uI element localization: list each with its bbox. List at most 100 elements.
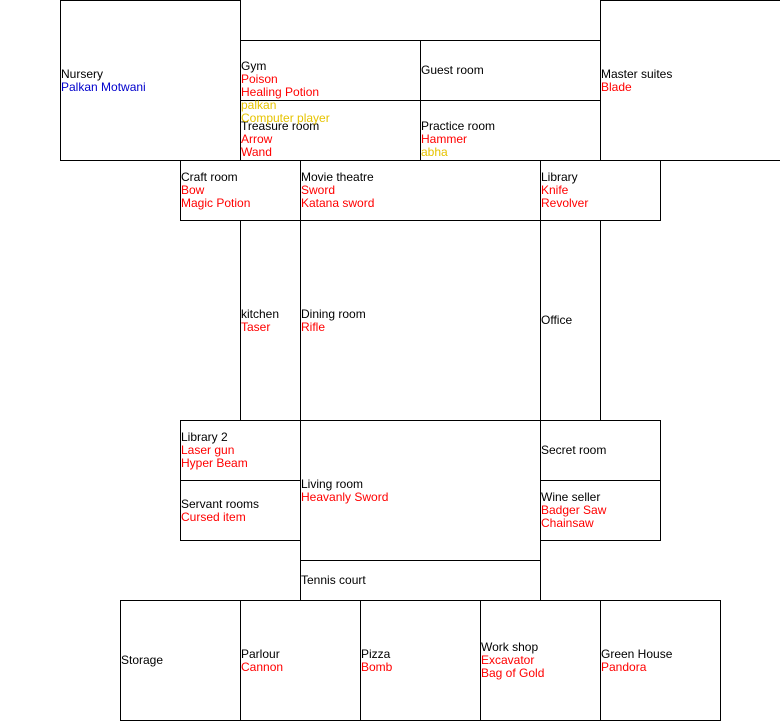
room-name: Library 2	[181, 430, 228, 444]
room-name: Office	[541, 313, 573, 327]
room-name: kitchen	[241, 306, 280, 321]
weapon-label: Sword	[301, 183, 336, 197]
room-tennis-court[interactable]: Tennis court	[300, 560, 541, 601]
room-name: Guest room	[421, 63, 484, 77]
weapon-label: Taser	[241, 319, 271, 334]
room-name: Practice room	[421, 119, 496, 133]
room-top-corridor[interactable]	[240, 0, 601, 41]
weapon-label: Healing Potion	[241, 85, 320, 99]
room-name: Living room	[301, 476, 364, 491]
weapon-label: Pandora	[601, 659, 647, 674]
weapon-label: Bow	[181, 183, 205, 197]
room-name: Storage	[121, 653, 164, 667]
weapon-label: Poison	[241, 72, 278, 86]
weapon-label: Laser gun	[181, 443, 235, 457]
weapon-label: Revolver	[541, 196, 589, 210]
weapon-label: Rifle	[301, 319, 326, 334]
room-name: Gym	[241, 59, 267, 73]
room-name: Tennis court	[301, 573, 366, 587]
room-secret-room[interactable]: Secret room	[540, 420, 661, 481]
room-name: Pizza	[361, 646, 391, 661]
room-name: Parlour	[241, 646, 280, 661]
weapon-label: Blade	[601, 79, 632, 94]
weapon-label: Katana sword	[301, 196, 375, 210]
room-storage[interactable]: Storage	[120, 600, 241, 721]
weapon-label: Excavator	[481, 653, 535, 667]
room-content: Office	[541, 221, 600, 420]
weapon-label: Badger Saw	[541, 503, 607, 517]
room-content: Secret room	[541, 421, 660, 480]
weapon-label: Heavanly Sword	[301, 489, 389, 504]
weapon-label: Knife	[541, 183, 569, 197]
player-token: abha	[421, 145, 448, 159]
player-token: palkan	[241, 98, 277, 112]
weapon-label: Cursed item	[181, 509, 246, 524]
room-name: Movie theatre	[301, 170, 374, 184]
room-name: Secret room	[541, 443, 607, 457]
room-name: Dining room	[301, 306, 366, 321]
weapon-label: Magic Potion	[181, 196, 251, 210]
weapon-label: Cannon	[241, 659, 284, 674]
room-office[interactable]: Office	[540, 220, 601, 421]
room-guest-room[interactable]: Guest room	[420, 40, 601, 101]
room-name: Servant rooms	[181, 496, 260, 511]
room-name: Wine seller	[541, 490, 601, 504]
player-token: Computer player	[241, 111, 330, 125]
room-content	[241, 0, 600, 40]
weapon-label: Wand	[241, 145, 272, 159]
room-name: Treasure room	[241, 119, 320, 133]
weapon-label: Arrow	[241, 132, 273, 146]
player-token: Palkan Motwani	[61, 79, 146, 94]
room-name: Craft room	[181, 170, 238, 184]
room-content: Tennis court	[301, 561, 540, 600]
room-content: Guest room	[421, 41, 600, 100]
room-name: Work shop	[481, 640, 539, 654]
weapon-label: Chainsaw	[541, 516, 594, 530]
weapon-label: Bomb	[361, 659, 393, 674]
room-name: Master suites	[601, 66, 673, 81]
room-name: Green House	[601, 646, 673, 661]
weapon-label: Hammer	[421, 132, 468, 146]
room-name: Library	[541, 170, 578, 184]
weapon-label: Bag of Gold	[481, 666, 545, 680]
weapon-label: Hyper Beam	[181, 456, 248, 470]
room-name: Nursery	[61, 66, 104, 81]
room-content: Storage	[121, 601, 240, 720]
